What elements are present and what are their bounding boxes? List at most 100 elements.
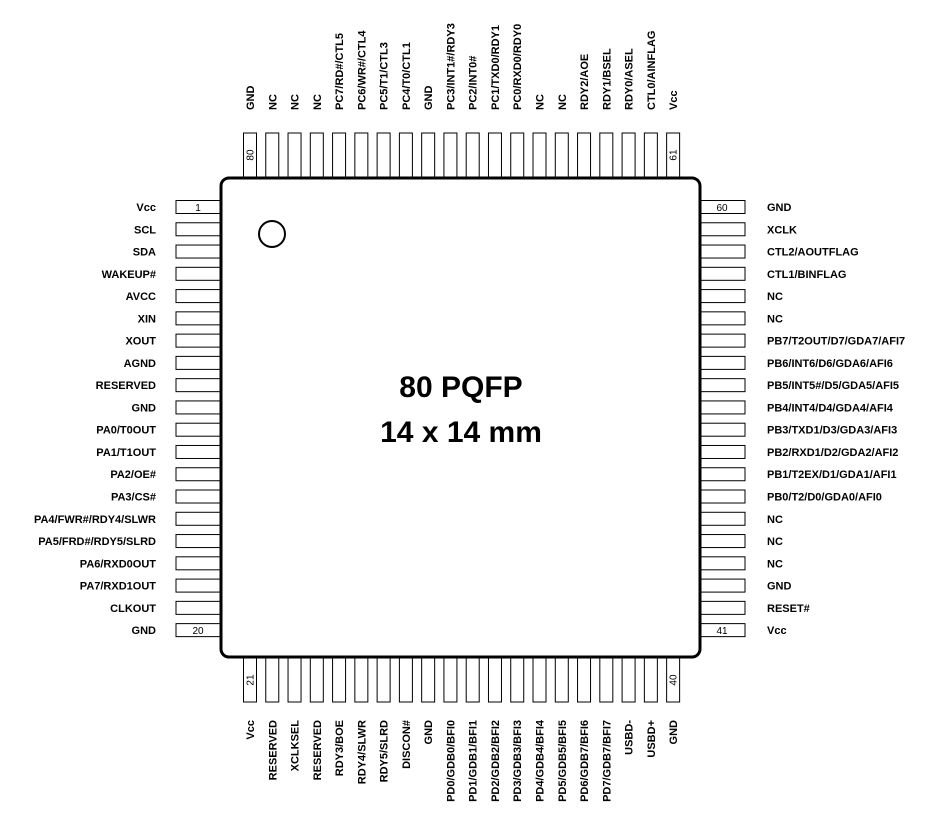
pin-lead-left	[175, 556, 222, 571]
pin-lead-left	[175, 222, 222, 237]
pin-label-bottom: PD7/GDB7/BFI7	[601, 720, 613, 802]
pin-label-top: NC	[267, 94, 279, 110]
pin-label-left: PA0/T0OUT	[96, 425, 156, 437]
pin-label-left: Vcc	[136, 202, 156, 214]
pin-number-61: 61	[669, 149, 680, 161]
pin-lead-top	[577, 132, 592, 179]
pin-label-bottom: USBD-	[624, 720, 636, 755]
pin-lead-right	[699, 333, 746, 348]
pin-lead-left	[175, 289, 222, 304]
pin-lead-right	[699, 422, 746, 437]
pin-lead-top	[599, 132, 614, 179]
pin-label-left: PA5/FRD#/RDY5/SLRD	[38, 536, 156, 548]
pin-label-right: XCLK	[767, 224, 797, 236]
chip-body	[219, 176, 702, 659]
pin-label-bottom: PD1/GDB1/BFI1	[468, 720, 480, 802]
pin-label-left: PA1/T1OUT	[96, 447, 156, 459]
pin-lead-right	[699, 511, 746, 526]
pin-lead-top	[465, 132, 480, 179]
pin-lead-right	[699, 534, 746, 549]
pin-label-right: NC	[767, 558, 783, 570]
pin-lead-left	[175, 378, 222, 393]
pin-lead-left	[175, 333, 222, 348]
pin-label-bottom: PD6/GDB7/BFI6	[579, 720, 591, 802]
pin-label-top: PC0/RXD0/RDY0	[512, 24, 524, 110]
pin-number-20: 20	[192, 626, 204, 637]
pin-label-bottom: RDY4/SLWR	[356, 720, 368, 784]
pin-lead-bottom	[309, 656, 324, 703]
pin-lead-right	[699, 444, 746, 459]
pin-lead-right	[699, 467, 746, 482]
pin-label-right: PB2/RXD1/D2/GDA2/AFI2	[767, 447, 898, 459]
labels-layer: VccSCLSDAWAKEUP#AVCCXINXOUTAGNDRESERVEDG…	[34, 23, 905, 802]
pin-number-21: 21	[246, 674, 257, 686]
pin-label-bottom: RDY3/BOE	[334, 720, 346, 776]
pin-label-left: PA7/RXD1OUT	[80, 581, 156, 593]
pin-lead-bottom	[599, 656, 614, 703]
pin-lead-left	[175, 489, 222, 504]
pin-label-right: PB3/TXD1/D3/GDA3/AFI3	[767, 425, 897, 437]
pin-label-top: NC	[535, 94, 547, 110]
pin-label-bottom: USBD+	[646, 720, 658, 758]
pin-lead-bottom	[510, 656, 525, 703]
pin-lead-top	[487, 132, 502, 179]
pin-lead-left	[175, 600, 222, 615]
pin-label-bottom: PD4/GDB4/BFI4	[535, 719, 547, 802]
pin-lead-top	[265, 132, 280, 179]
pin-lead-right	[699, 578, 746, 593]
pin-lead-top	[443, 132, 458, 179]
pin-lead-right	[699, 378, 746, 393]
pin-lead-top	[287, 132, 302, 179]
pin-lead-bottom	[421, 656, 436, 703]
pin-label-right: NC	[767, 291, 783, 303]
pin-lead-right	[699, 244, 746, 259]
pin-label-bottom: RESERVED	[312, 720, 324, 780]
pin-number-40: 40	[669, 674, 680, 686]
pin-label-right: PB5/INT5#/D5/GDA5/AFI5	[767, 380, 899, 392]
pin-lead-bottom	[532, 656, 547, 703]
pin-label-top: PC7/RD#/CTL5	[334, 33, 346, 110]
pin-lead-top	[398, 132, 413, 179]
pin-label-top: GND	[423, 86, 435, 111]
pin-lead-right	[699, 222, 746, 237]
pin-lead-bottom	[287, 656, 302, 703]
pin-label-bottom: PD5/GDB5/BFI5	[557, 720, 569, 802]
pin-label-right: NC	[767, 313, 783, 325]
pin-lead-top	[621, 132, 636, 179]
pin-label-top: NC	[557, 94, 569, 110]
pin-label-bottom: GND	[668, 720, 680, 745]
pin1-indicator-dot	[258, 220, 286, 248]
pin-label-bottom: PD2/GDB2/BFI2	[490, 720, 502, 802]
pin-lead-left	[175, 400, 222, 415]
pin-lead-bottom	[332, 656, 347, 703]
pin-label-right: Vcc	[767, 625, 787, 637]
pin-label-top: RDY1/BSEL	[601, 48, 613, 110]
pin-label-bottom: PD0/GDB0/BFI0	[445, 720, 457, 802]
pin-label-top: NC	[312, 94, 324, 110]
pin-label-right: NC	[767, 514, 783, 526]
pin-lead-left	[175, 311, 222, 326]
pin-label-bottom: PD3/GDB3/BFI3	[512, 720, 524, 802]
pin-lead-left	[175, 467, 222, 482]
pin-label-top: PC3/INT1#/RDY3	[445, 23, 457, 110]
pin-lead-bottom	[265, 656, 280, 703]
pin-label-right: PB4/INT4/D4/GDA4/AFI4	[767, 402, 894, 414]
pin-label-top: PC4/T0/CTL1	[401, 42, 413, 110]
pin-lead-right	[699, 600, 746, 615]
pin-label-bottom: RESERVED	[267, 720, 279, 780]
pin-lead-top	[510, 132, 525, 179]
pin-lead-left	[175, 244, 222, 259]
pin-lead-right	[699, 556, 746, 571]
pin-lead-top	[332, 132, 347, 179]
pin-lead-left	[175, 511, 222, 526]
pin-label-right: PB1/T2EX/D1/GDA1/AFI1	[767, 469, 897, 481]
pin-label-left: CLKOUT	[110, 603, 156, 615]
pin-lead-top	[554, 132, 569, 179]
pin-label-left: PA6/RXD0OUT	[80, 558, 156, 570]
pin-lead-bottom	[376, 656, 391, 703]
pin-label-left: PA3/CS#	[111, 492, 156, 504]
pin-label-top: PC6/WR#/CTL4	[356, 30, 368, 110]
pin-label-left: GND	[132, 625, 157, 637]
pin-lead-left	[175, 355, 222, 370]
